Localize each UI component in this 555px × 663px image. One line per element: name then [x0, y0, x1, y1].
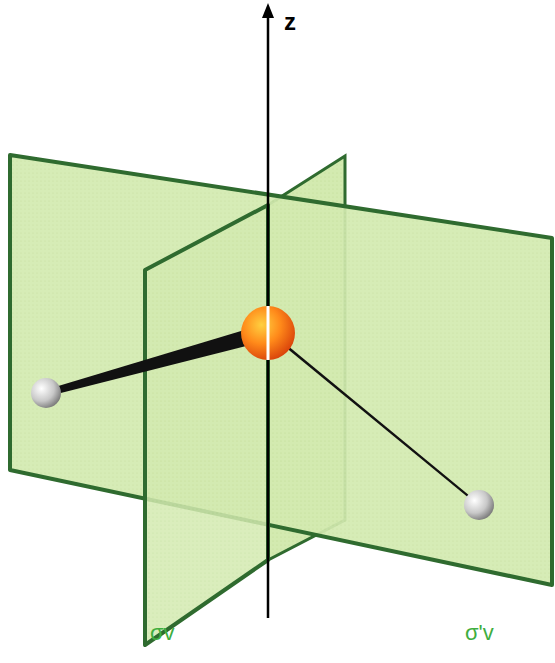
mirror-plane [145, 205, 268, 645]
axis-label: z [284, 10, 296, 34]
mirror-plane [10, 155, 552, 585]
axis-highlight [267, 306, 270, 360]
bond [45, 326, 262, 397]
bond [276, 336, 481, 508]
axis-arrowhead [262, 3, 274, 18]
oxygen-atom [241, 306, 295, 360]
z-axis [267, 14, 270, 618]
plane-label: σ'v [465, 622, 494, 644]
plane-label: σv [150, 622, 175, 644]
hydrogen-atom [31, 378, 61, 408]
hydrogen-atom [464, 490, 494, 520]
